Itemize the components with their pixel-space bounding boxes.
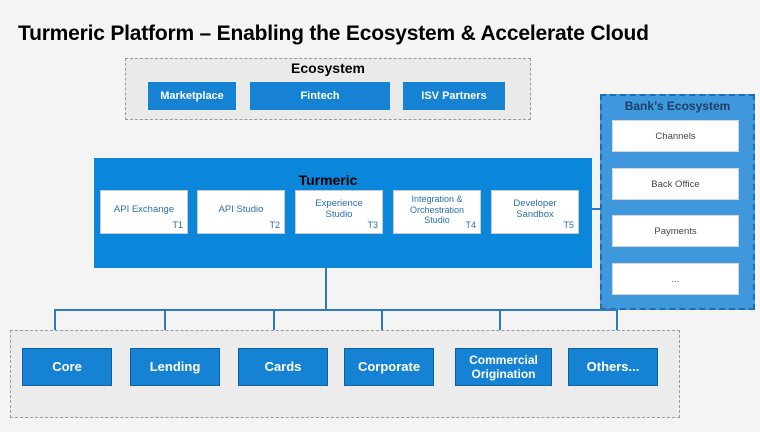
bank-item-more: ... — [612, 263, 739, 295]
module-tag: T1 — [172, 219, 183, 230]
page-title: Turmeric Platform – Enabling the Ecosyst… — [18, 22, 649, 45]
bank-item-back-office: Back Office — [612, 168, 739, 200]
connector-core — [54, 309, 56, 348]
module-name: Developer Sandbox — [513, 198, 557, 220]
connector-trunk — [325, 268, 327, 310]
system-others: Others... — [568, 348, 658, 386]
bank-item-payments: Payments — [612, 215, 739, 247]
system-commercial-origination: Commercial Origination — [455, 348, 552, 386]
module-tag: T4 — [465, 219, 476, 230]
ecosystem-label: Ecosystem — [291, 60, 365, 76]
system-corporate: Corporate — [344, 348, 434, 386]
connector-commercial-origination — [499, 309, 501, 348]
bank-ecosystem-label: Bank’s Ecosystem — [624, 99, 731, 113]
module-name: API Exchange — [113, 203, 175, 215]
marketplace-box: Marketplace — [148, 82, 236, 110]
module-name: Integration & Orchestration Studio — [409, 194, 465, 226]
module-api-studio: API Studio T2 — [197, 190, 285, 234]
turmeric-label: Turmeric — [298, 172, 358, 188]
module-tag: T3 — [367, 219, 378, 230]
fintech-box: Fintech — [250, 82, 390, 110]
connector-bus — [54, 309, 618, 311]
module-tag: T5 — [563, 219, 574, 230]
module-integration-orchestration-studio: Integration & Orchestration Studio T4 — [393, 190, 481, 234]
system-lending: Lending — [130, 348, 220, 386]
module-developer-sandbox: Developer Sandbox T5 — [491, 190, 579, 234]
connector-lending — [164, 309, 166, 348]
isv-partners-box: ISV Partners — [403, 82, 505, 110]
module-api-exchange: API Exchange T1 — [100, 190, 188, 234]
module-name: API Studio — [218, 203, 264, 215]
connector-corporate — [381, 309, 383, 348]
module-tag: T2 — [269, 219, 280, 230]
connector-turmeric-bank — [592, 208, 600, 210]
module-name: Experience Studio — [315, 198, 363, 220]
bank-item-channels: Channels — [612, 120, 739, 152]
system-core: Core — [22, 348, 112, 386]
connector-others — [616, 309, 618, 348]
module-experience-studio: Experience Studio T3 — [295, 190, 383, 234]
connector-cards — [273, 309, 275, 348]
system-cards: Cards — [238, 348, 328, 386]
